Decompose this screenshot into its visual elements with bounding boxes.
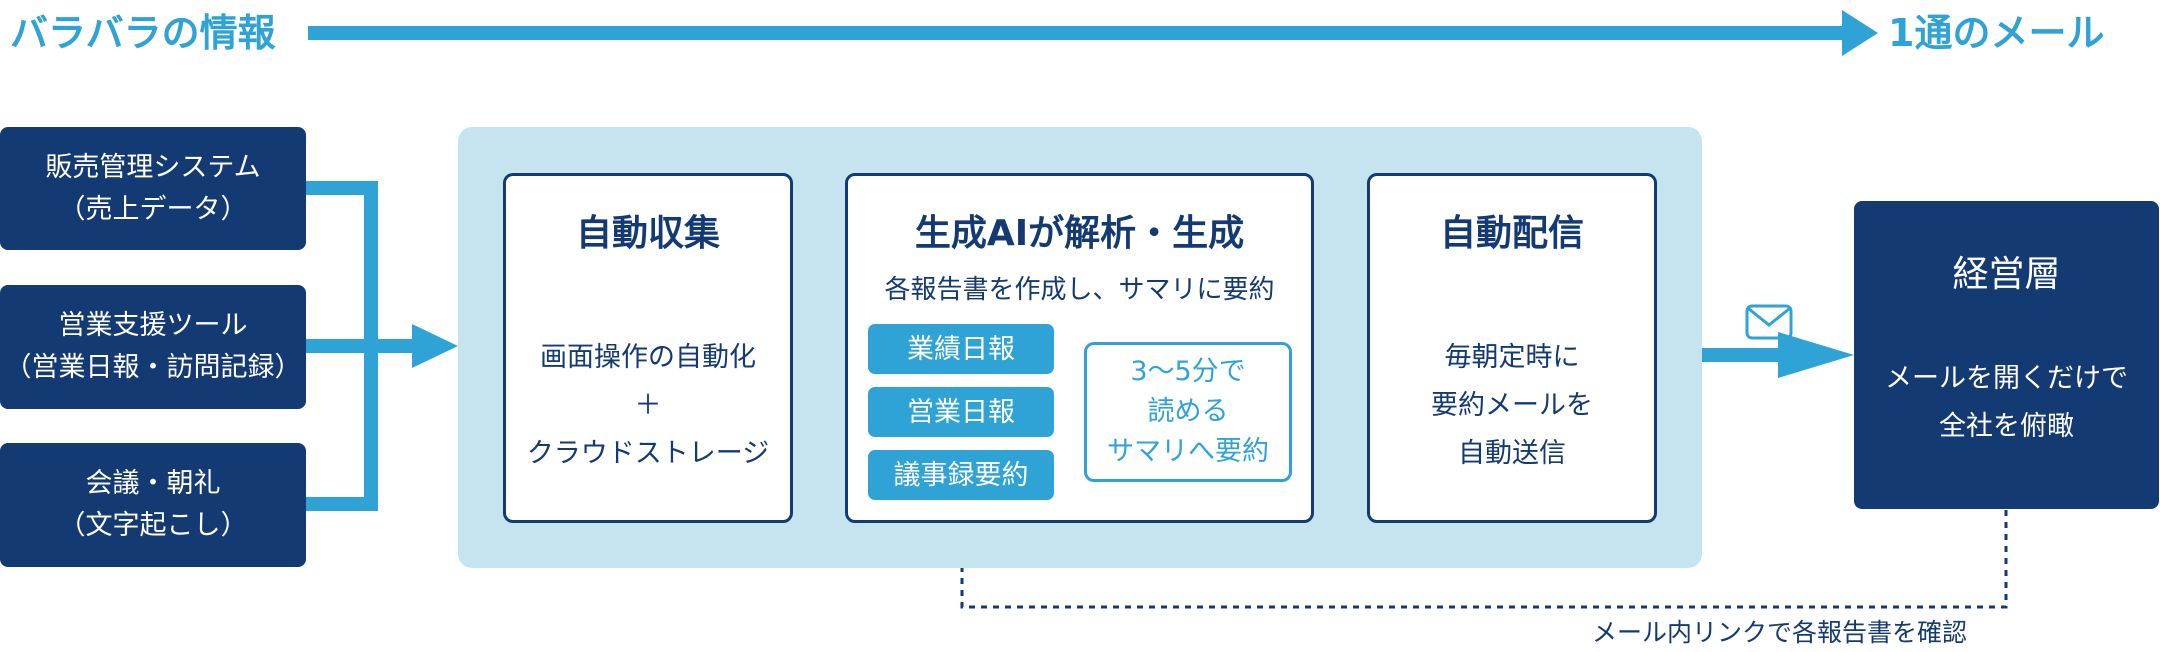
source-connector-1 <box>306 181 378 195</box>
card-title: 生成AIが解析・生成 <box>914 213 1245 254</box>
merge-arrow-head <box>412 324 458 368</box>
collect-line1: 画面操作の自動化 <box>540 342 756 373</box>
source-line2: （文字起こし） <box>58 510 248 541</box>
card-auto-deliver: 自動配信 毎朝定時に 要約メールを 自動送信 <box>1367 173 1657 523</box>
header-left-label: バラバラの情報 <box>10 11 276 55</box>
executives-line2: 全社を俯瞰 <box>1939 411 2074 442</box>
card-auto-collect: 自動収集 画面操作の自動化 ＋ クラウドストレージ <box>503 173 793 523</box>
source-connector-2 <box>306 339 378 353</box>
source-box-sales: 販売管理システム （売上データ） <box>0 127 306 250</box>
chip-minutes-summary: 議事録要約 <box>868 450 1054 500</box>
header-right-label: 1通のメール <box>1888 11 2105 55</box>
summary-box: 3〜5分で 読める サマリへ要約 <box>1084 342 1292 482</box>
summary-line1: 3〜5分で <box>1130 356 1246 387</box>
source-box-meetings: 会議・朝礼 （文字起こし） <box>0 443 306 567</box>
executives-title: 経営層 <box>1952 254 2061 295</box>
source-line1: 販売管理システム <box>45 151 261 183</box>
envelope-icon <box>1745 304 1793 340</box>
card-body: 毎朝定時に 要約メールを 自動送信 <box>1370 334 1654 478</box>
card-body: 画面操作の自動化 ＋ クラウドストレージ <box>506 334 790 478</box>
deliver-line3: 自動送信 <box>1458 438 1566 469</box>
card-title: 自動配信 <box>1439 213 1584 254</box>
source-line2: （営業日報・訪問記録） <box>4 352 302 383</box>
executives-line1: メールを開くだけで <box>1885 363 2128 394</box>
source-line1: 営業支援ツール <box>58 310 248 341</box>
source-line2: （売上データ） <box>58 193 248 225</box>
source-line1: 会議・朝礼 <box>85 468 221 499</box>
top-flow-arrow-head <box>1842 10 1878 56</box>
card-title: 自動収集 <box>575 213 720 254</box>
delivery-arrow-head <box>1778 332 1854 378</box>
summary-line2: 読める <box>1147 396 1229 427</box>
source-box-sfa: 営業支援ツール （営業日報・訪問記録） <box>0 285 306 409</box>
executives-box: 経営層 メールを開くだけで 全社を俯瞰 <box>1854 201 2159 509</box>
card-subtitle: 各報告書を作成し、サマリに要約 <box>884 275 1275 305</box>
delivery-arrow-shaft <box>1702 348 1780 362</box>
deliver-line2: 要約メールを <box>1431 390 1593 421</box>
collect-line2: ＋ <box>634 390 662 421</box>
feedback-label: メール内リンクで各報告書を確認 <box>1592 618 1968 647</box>
merge-arrow-shaft <box>364 339 414 353</box>
summary-line3: サマリへ要約 <box>1107 436 1269 467</box>
chip-sales-report: 営業日報 <box>868 387 1054 437</box>
source-connector-3 <box>306 497 378 511</box>
collect-line3: クラウドストレージ <box>526 438 770 469</box>
deliver-line1: 毎朝定時に <box>1444 342 1580 373</box>
executives-body: メールを開くだけで 全社を俯瞰 <box>1854 355 2159 451</box>
chip-business-report: 業績日報 <box>868 324 1054 374</box>
top-flow-arrow-shaft <box>308 26 1844 40</box>
